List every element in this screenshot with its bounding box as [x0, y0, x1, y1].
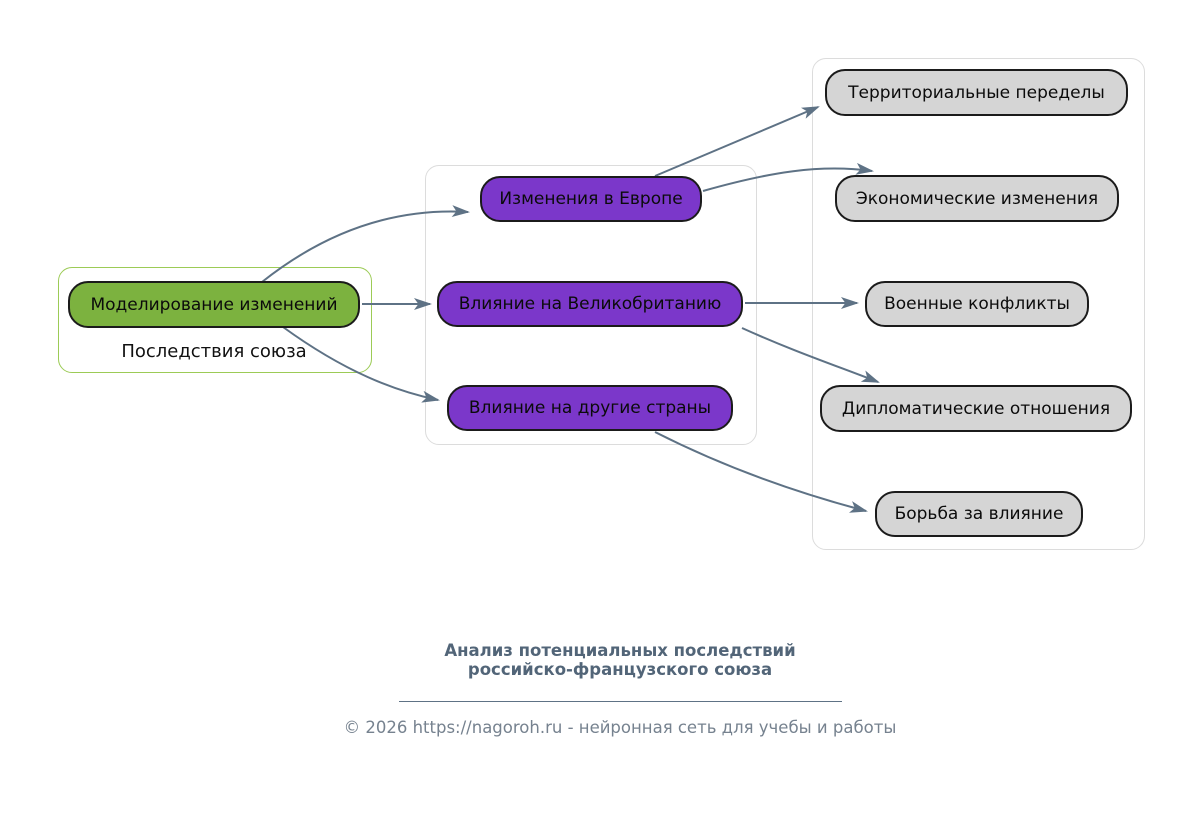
edge-others-struggle: [654, 431, 868, 513]
footer-divider: [398, 701, 842, 702]
node-modeling: Моделирование изменений: [68, 281, 360, 328]
footer: Анализ потенциальных последствий российс…: [320, 641, 920, 737]
footer-title: Анализ потенциальных последствий российс…: [320, 641, 920, 679]
edge-britain-diplomatic: [741, 327, 880, 383]
group-consequences: [58, 267, 372, 373]
node-diplomatic: Дипломатические отношения: [820, 385, 1132, 432]
edge-europe-territorial: [654, 106, 820, 177]
node-economic: Экономические изменения: [835, 175, 1119, 222]
edge-modeling-others: [282, 326, 440, 403]
node-military: Военные конфликты: [865, 281, 1089, 327]
node-struggle: Борьба за влияние: [875, 491, 1083, 537]
group-consequences-label: Последствия союза: [121, 341, 307, 362]
node-britain: Влияние на Великобританию: [437, 281, 743, 327]
node-territorial: Территориальные переделы: [825, 69, 1128, 116]
node-europe: Изменения в Европе: [480, 176, 702, 222]
footer-title-line2: российско-французского союза: [467, 660, 773, 679]
footer-title-line1: Анализ потенциальных последствий: [444, 641, 796, 660]
edge-modeling-europe: [261, 205, 470, 283]
node-others: Влияние на другие страны: [447, 385, 733, 431]
footer-credit: © 2026 https://nagoroh.ru - нейронная се…: [343, 718, 897, 737]
edge-europe-economic: [702, 162, 874, 192]
